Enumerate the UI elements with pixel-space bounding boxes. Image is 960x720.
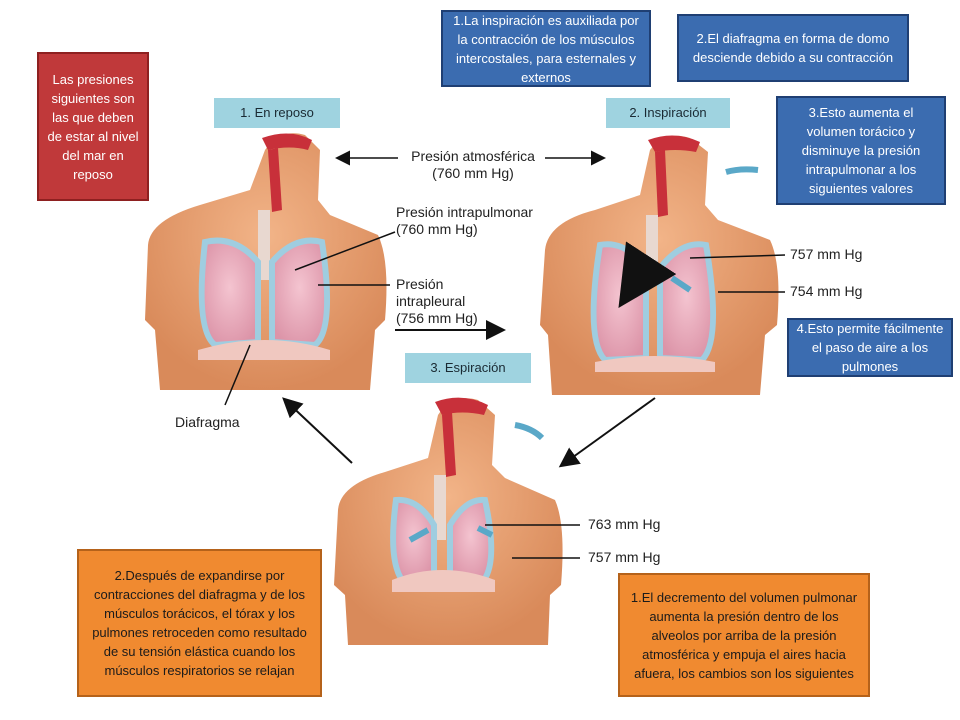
inspiration-intrapleural-value: 754 mm Hg: [790, 283, 863, 299]
note-inspiration-step-1-text: 1.La inspiración es auxiliada por la con…: [453, 12, 639, 85]
expiration-intrapleural-value: 757 mm Hg: [588, 549, 661, 565]
torso-inspiration: [540, 135, 779, 395]
atmospheric-pressure-label: Presión atmosférica (760 mm Hg): [398, 148, 548, 182]
note-inspiration-step-2: 2.El diafragma en forma de domo desciend…: [677, 14, 909, 82]
atmospheric-pressure-title: Presión atmosférica: [411, 148, 535, 164]
expiration-intrapulmonary-value: 763 mm Hg: [588, 516, 661, 532]
torso-expiration: [334, 397, 563, 645]
note-inspiration-step-4: 4.Esto permite fácilmente el paso de air…: [787, 318, 953, 377]
note-expiration-step-2-text: 2.Después de expandirse por contraccione…: [92, 568, 307, 678]
note-inspiration-step-4-text: 4.Esto permite fácilmente el paso de air…: [796, 321, 944, 374]
intrapulmonary-pressure-title: Presión intrapulmonar: [396, 204, 533, 220]
intrapleural-pressure-label: Presión intrapleural (756 mm Hg): [396, 276, 536, 327]
torso-rest: [145, 133, 387, 390]
stage-label-rest: 1. En reposo: [214, 98, 340, 128]
intrapleural-pressure-value: (756 mm Hg): [396, 310, 478, 326]
intrapleural-pressure-title-1: Presión: [396, 276, 444, 292]
note-inspiration-step-3: 3.Esto aumenta el volumen torácico y dis…: [776, 96, 946, 205]
note-expiration-step-1-text: 1.El decremento del volumen pulmonar aum…: [630, 589, 858, 681]
note-inspiration-step-1: 1.La inspiración es auxiliada por la con…: [441, 10, 651, 87]
note-sea-level-rest-text: Las presiones siguientes son las que deb…: [47, 71, 139, 182]
note-inspiration-step-2-text: 2.El diafragma en forma de domo desciend…: [692, 31, 894, 65]
note-expiration-step-2: 2.Después de expandirse por contraccione…: [77, 549, 322, 697]
note-inspiration-step-3-text: 3.Esto aumenta el volumen torácico y dis…: [801, 105, 921, 196]
intrapleural-pressure-title-2: intrapleural: [396, 293, 466, 309]
note-sea-level-rest: Las presiones siguientes son las que deb…: [37, 52, 149, 201]
inspiration-intrapulmonary-value: 757 mm Hg: [790, 246, 863, 262]
note-expiration-step-1: 1.El decremento del volumen pulmonar aum…: [618, 573, 870, 697]
leader-lines: [224, 150, 786, 559]
intrapulmonary-pressure-value: (760 mm Hg): [396, 221, 478, 237]
atmospheric-pressure-value: (760 mm Hg): [432, 165, 514, 181]
stage-label-inspiration: 2. Inspiración: [606, 98, 730, 128]
stage-label-expiration: 3. Espiración: [405, 353, 531, 383]
diaphragm-label: Diafragma: [175, 414, 240, 430]
intrapulmonary-pressure-label: Presión intrapulmonar (760 mm Hg): [396, 204, 576, 238]
